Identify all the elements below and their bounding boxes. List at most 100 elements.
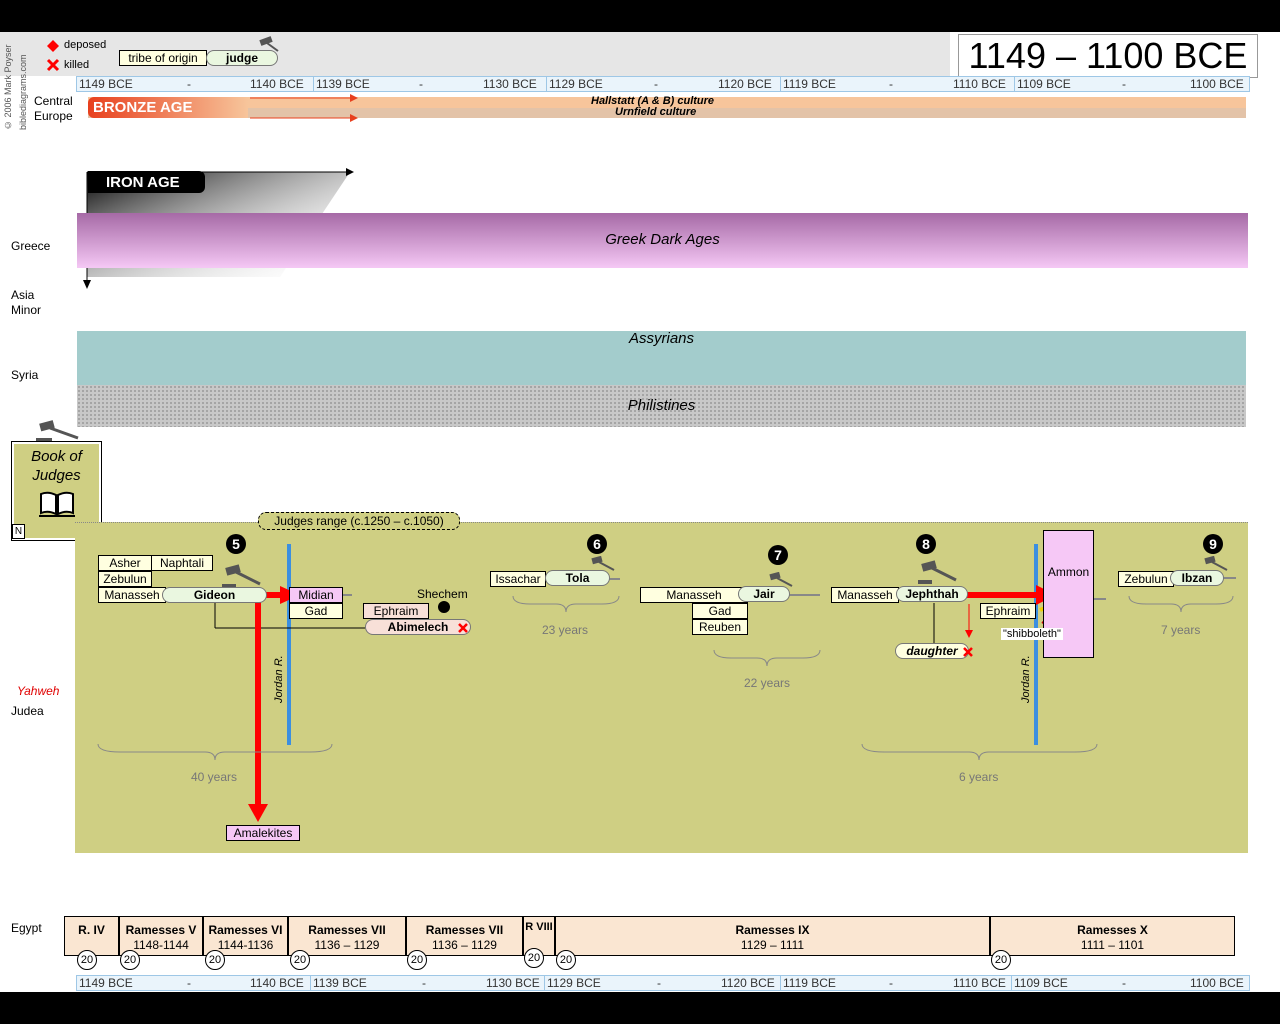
row-asia-minor-1: Asia — [11, 288, 35, 302]
jordan-river-label: Jordan R. — [273, 655, 285, 703]
pharaoh-r4[interactable]: R. IV — [64, 916, 119, 956]
judge-daughter[interactable]: daughter — [895, 643, 969, 659]
judges-range: Judges range (c.1250 – c.1050) — [258, 512, 460, 530]
tribe-zebulun: Zebulun — [98, 571, 152, 587]
legend-killed: killed — [64, 59, 90, 71]
judge-number: 7 — [768, 545, 788, 565]
urnfield-band — [88, 108, 1246, 118]
culture-arrows — [250, 94, 358, 122]
hallstatt-band — [88, 97, 1246, 108]
pharaoh-name: Ramesses VI — [208, 923, 283, 937]
pharaoh-name: Ramesses VII — [425, 923, 504, 937]
ruler-label: 1110 BCE — [953, 976, 1006, 990]
iron-age-bar — [88, 171, 205, 193]
pharaoh-dates: 1111 – 1101 — [1080, 938, 1145, 952]
ruler-label: - — [187, 976, 191, 990]
tribe-ephraim: Ephraim — [980, 603, 1036, 619]
judge-gideon[interactable]: Gideon — [162, 587, 267, 603]
judge-abimelech[interactable]: Abimelech — [365, 619, 471, 635]
ruler-label: 1109 BCE — [1011, 976, 1068, 990]
tribe-manasseh: Manasseh — [98, 587, 166, 603]
ruler-label: 1120 BCE — [721, 976, 775, 990]
book-n: N — [12, 524, 25, 539]
years-label: 7 years — [1161, 623, 1201, 637]
ruler-label: 1119 BCE — [780, 976, 836, 990]
legend-tribe: tribe of origin — [119, 50, 207, 66]
gavel-icon — [918, 560, 957, 584]
judge-number: 5 — [226, 534, 246, 554]
row-egypt: Egypt — [11, 921, 42, 935]
tribe-manasseh: Manasseh — [831, 587, 899, 603]
pharaoh-dates: 1144-1136 — [217, 938, 274, 952]
pharaoh-dates: 1129 – 1111 — [740, 938, 805, 952]
ruler-label: 1109 BCE — [1014, 77, 1071, 91]
ruler-label: - — [889, 77, 893, 91]
tribe-zebulun: Zebulun — [1118, 571, 1174, 587]
tribe-manasseh: Manasseh — [640, 587, 748, 603]
ruler-label: 1149 BCE — [79, 77, 133, 91]
pharaoh-dates: 1148-1144 — [133, 938, 189, 952]
ruler-label: - — [1122, 976, 1126, 990]
tribe-gad: Gad — [289, 603, 343, 619]
pharaoh-name: R. IV — [78, 923, 105, 937]
ruler-label: 1120 BCE — [718, 77, 772, 91]
tribe-reuben: Reuben — [692, 619, 748, 635]
ruler-label: - — [654, 77, 658, 91]
dynasty-badge: 20 — [77, 950, 97, 970]
pharaoh-name: Ramesses VII — [308, 923, 386, 937]
killed-icon — [46, 58, 60, 72]
nation-midian: Midian — [289, 587, 343, 603]
tribe-gad: Gad — [692, 603, 748, 619]
dynasty-badge: 20 — [991, 950, 1011, 970]
ruler-top: 1149 BCE - 1140 BCE 1139 BCE - 1130 BCE … — [76, 76, 1250, 92]
nation-amalekites: Amalekites — [226, 825, 300, 841]
bronze-age-label: BRONZE AGE — [93, 99, 193, 116]
killed-icon — [963, 647, 973, 657]
row-yahweh: Yahweh — [17, 684, 60, 698]
row-central-europe-1: Central — [34, 94, 73, 108]
years-label: 23 years — [542, 623, 589, 637]
greek-dark-ages-band — [77, 213, 1248, 268]
tribe-naphtali: Naphtali — [151, 555, 213, 571]
iron-age-label: IRON AGE — [106, 174, 180, 191]
dynasty-badge: 20 — [407, 950, 427, 970]
dynasty-badge: 20 — [556, 950, 576, 970]
assyrians-label: Assyrians — [628, 330, 695, 347]
judea-overlay — [97, 544, 1236, 822]
gavel-icon — [259, 36, 279, 52]
philistines-band — [77, 385, 1246, 427]
gavel-icon — [769, 572, 793, 587]
judge-ibzan[interactable]: Ibzan — [1170, 570, 1224, 586]
ruler-label: 1119 BCE — [780, 77, 836, 91]
row-asia-minor-2: Minor — [11, 303, 42, 317]
judge-jephthah[interactable]: Jephthah — [896, 586, 968, 602]
dynasty-badge: 20 — [290, 950, 310, 970]
judge-jair[interactable]: Jair — [738, 586, 790, 602]
legend-judge: judge — [206, 50, 278, 66]
deposed-icon — [47, 40, 59, 52]
hallstatt-label: Hallstatt (A & B) culture — [591, 95, 715, 107]
pharaoh-dates: 1136 – 1129 — [432, 938, 497, 952]
book-title-1: Book of — [31, 448, 82, 465]
pharaoh-name: Ramesses IX — [735, 923, 810, 937]
ruler-label: - — [187, 77, 191, 91]
gavel-icon — [222, 564, 261, 588]
ruler-label: 1130 BCE — [483, 77, 537, 91]
tribe-issachar: Issachar — [490, 571, 546, 587]
urnfield-label: Urnfield culture — [615, 106, 697, 118]
ruler-label: 1140 BCE — [250, 77, 304, 91]
row-greece: Greece — [11, 239, 51, 253]
bronze-age-bar — [88, 97, 248, 118]
row-syria: Syria — [11, 368, 39, 382]
judge-number: 9 — [1203, 534, 1223, 554]
pharaoh-name: Ramesses X — [1077, 923, 1148, 937]
judge-tola[interactable]: Tola — [545, 570, 610, 586]
gavel-icon — [36, 420, 79, 442]
gavel-icon — [591, 556, 615, 571]
